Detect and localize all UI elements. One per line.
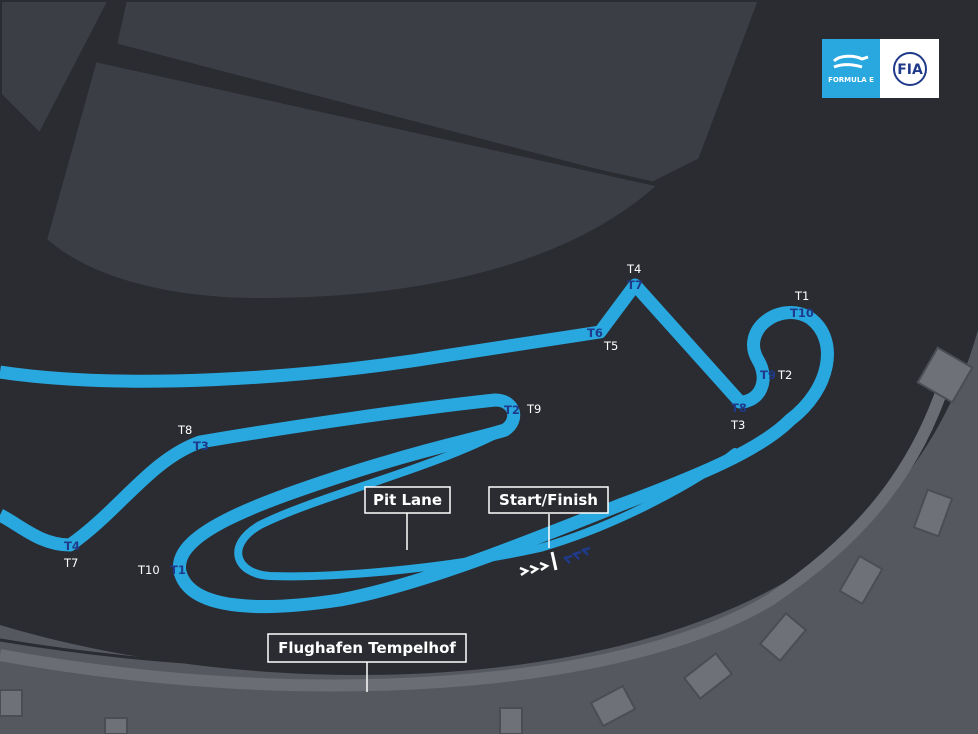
formula-e-wordmark: FORMULA E [828,76,874,84]
turn-label: T8 [177,423,192,437]
pit-lane-label: Pit Lane [373,491,442,509]
turn-label: T7 [627,278,643,292]
turn-label: T4 [64,539,80,553]
turn-labels-blue: T7 T6 T10 T9 T8 T2 T3 T4 T1 [64,278,814,577]
turn-label: T8 [731,401,747,415]
terminal-buildings [0,0,763,303]
turn-label: T10 [790,306,814,320]
turn-label: T4 [626,262,641,276]
callout-venue: Flughafen Tempelhof [267,633,467,663]
fia-wordmark: FIA [897,62,923,78]
callout-lines [366,511,550,692]
pit-lane-track [234,426,739,581]
formula-e-icon [832,54,869,69]
start-finish-marker [519,546,591,577]
callout-pit-lane: Pit Lane [364,486,451,514]
callout-start-finish: Start/Finish [488,486,609,514]
race-track [0,278,834,613]
turn-label: T3 [193,439,209,453]
sponsor-logos: FORMULA E FIA [822,39,939,98]
turn-label: T2 [777,368,792,382]
turn-label: T9 [760,368,776,382]
turn-label: T7 [63,556,78,570]
start-finish-label: Start/Finish [499,491,598,509]
turn-label: T10 [137,563,160,577]
formula-e-logo: FORMULA E [822,39,880,98]
turn-label: T1 [794,289,809,303]
turn-label: T1 [170,563,186,577]
apron-building [0,330,978,734]
turn-label: T6 [587,326,603,340]
turn-labels-white: T4 T5 T1 T2 T3 T9 T8 T7 T10 [63,262,809,577]
turn-label: T3 [730,418,745,432]
fia-logo: FIA [880,39,939,98]
turn-label: T2 [504,403,520,417]
venue-label: Flughafen Tempelhof [278,639,456,657]
fia-globe-icon: FIA [893,52,927,86]
turn-label: T5 [603,339,618,353]
turn-label: T9 [526,402,541,416]
